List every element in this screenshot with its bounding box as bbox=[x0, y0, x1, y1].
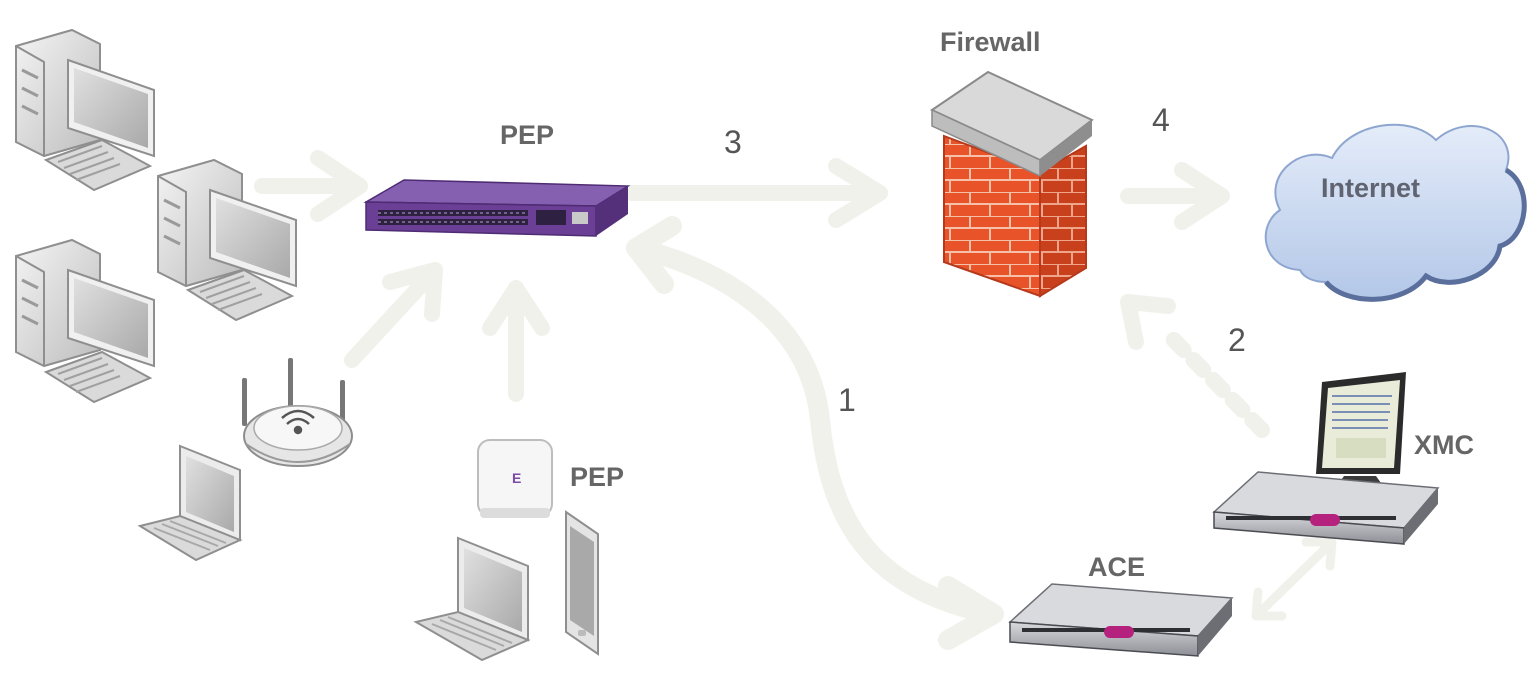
network-switch bbox=[363, 179, 631, 237]
firewall-label: Firewall bbox=[940, 27, 1041, 57]
desktop-pc-2 bbox=[157, 158, 297, 322]
ace-logo-badge bbox=[1104, 626, 1134, 638]
step-1-label: 1 bbox=[838, 382, 856, 418]
arrow-ace-xmc-double bbox=[1251, 537, 1337, 621]
desktop-pc-1 bbox=[15, 28, 155, 192]
xmc-label: XMC bbox=[1414, 430, 1474, 460]
internet-label: Internet bbox=[1321, 173, 1421, 203]
laptop-bottom bbox=[413, 536, 531, 662]
smartphone bbox=[565, 510, 599, 656]
switch-pep-label: PEP bbox=[500, 120, 555, 150]
ace-label: ACE bbox=[1088, 552, 1146, 582]
arrow-firewall-to-internet bbox=[1120, 162, 1230, 230]
wifi-icon bbox=[281, 409, 315, 435]
step-4-label: 4 bbox=[1152, 102, 1170, 138]
arrow-ap-to-switch bbox=[482, 280, 550, 402]
extreme-logo-icon: E bbox=[512, 470, 521, 486]
laptop-left bbox=[137, 444, 243, 562]
firewall-icon bbox=[929, 70, 1094, 298]
arrows bbox=[254, 150, 1337, 650]
arrow-switch-to-firewall bbox=[624, 158, 888, 228]
xmc-logo-badge bbox=[1310, 514, 1340, 526]
desktop-pc-3 bbox=[15, 238, 155, 404]
wireless-ap-antennas bbox=[242, 358, 353, 467]
arrow-xmc-to-firewall-dashed bbox=[1120, 294, 1270, 438]
arrow-ace-switch-curve bbox=[626, 216, 1004, 650]
arrow-pcs-to-switch bbox=[254, 150, 368, 222]
xmc-server bbox=[1212, 372, 1440, 545]
ap-pep-label: PEP bbox=[570, 462, 625, 492]
step-2-label: 2 bbox=[1228, 322, 1246, 358]
internet-cloud bbox=[1264, 123, 1527, 302]
arrow-wireless-to-switch bbox=[344, 262, 443, 368]
step-3-label: 3 bbox=[724, 124, 742, 160]
ceiling-access-point: E bbox=[477, 439, 553, 518]
ace-server bbox=[1008, 583, 1234, 657]
